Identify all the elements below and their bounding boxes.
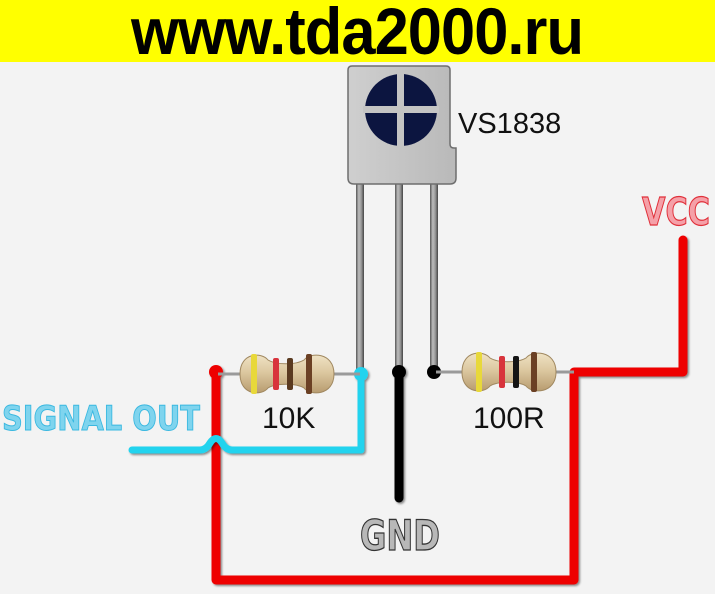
resistor-100r: 100R — [436, 352, 574, 435]
signal-out-label: SIGNAL OUT — [2, 399, 201, 439]
pin-vcc — [430, 182, 438, 372]
gnd-junction-dot — [392, 365, 406, 379]
vcc-label: VCC — [642, 190, 710, 234]
pin-gnd — [395, 182, 403, 372]
resistor-band-4 — [306, 354, 312, 394]
signal-wire — [128, 367, 368, 454]
component-name-label: VS1838 — [458, 108, 561, 140]
resistor-band-3 — [287, 358, 293, 390]
resistor-band-1 — [476, 352, 482, 392]
lens-cross-v — [397, 72, 404, 148]
resistor-10k-label: 10K — [262, 402, 315, 435]
vcc-pin-junction-dot — [427, 365, 441, 379]
vcc-junction-dot — [209, 365, 223, 379]
resistor-band-2 — [499, 356, 505, 388]
resistor-band-2 — [273, 358, 279, 390]
resistor-band-1 — [251, 354, 257, 394]
resistor-100r-label: 100R — [473, 402, 545, 435]
site-banner: www.tda2000.ru — [0, 0, 715, 68]
resistor-10k: 10K — [218, 354, 360, 435]
gnd-wire — [392, 365, 406, 503]
signal-junction-dot — [354, 367, 368, 381]
ir-receiver-pins — [356, 182, 438, 372]
site-url: www.tda2000.ru — [131, 0, 584, 68]
ir-receiver-vs1838: VS1838 — [347, 65, 561, 185]
gnd-label: GND — [360, 511, 440, 560]
resistor-band-4 — [531, 352, 537, 392]
resistor-band-3 — [513, 356, 519, 388]
pin-out — [356, 182, 364, 372]
